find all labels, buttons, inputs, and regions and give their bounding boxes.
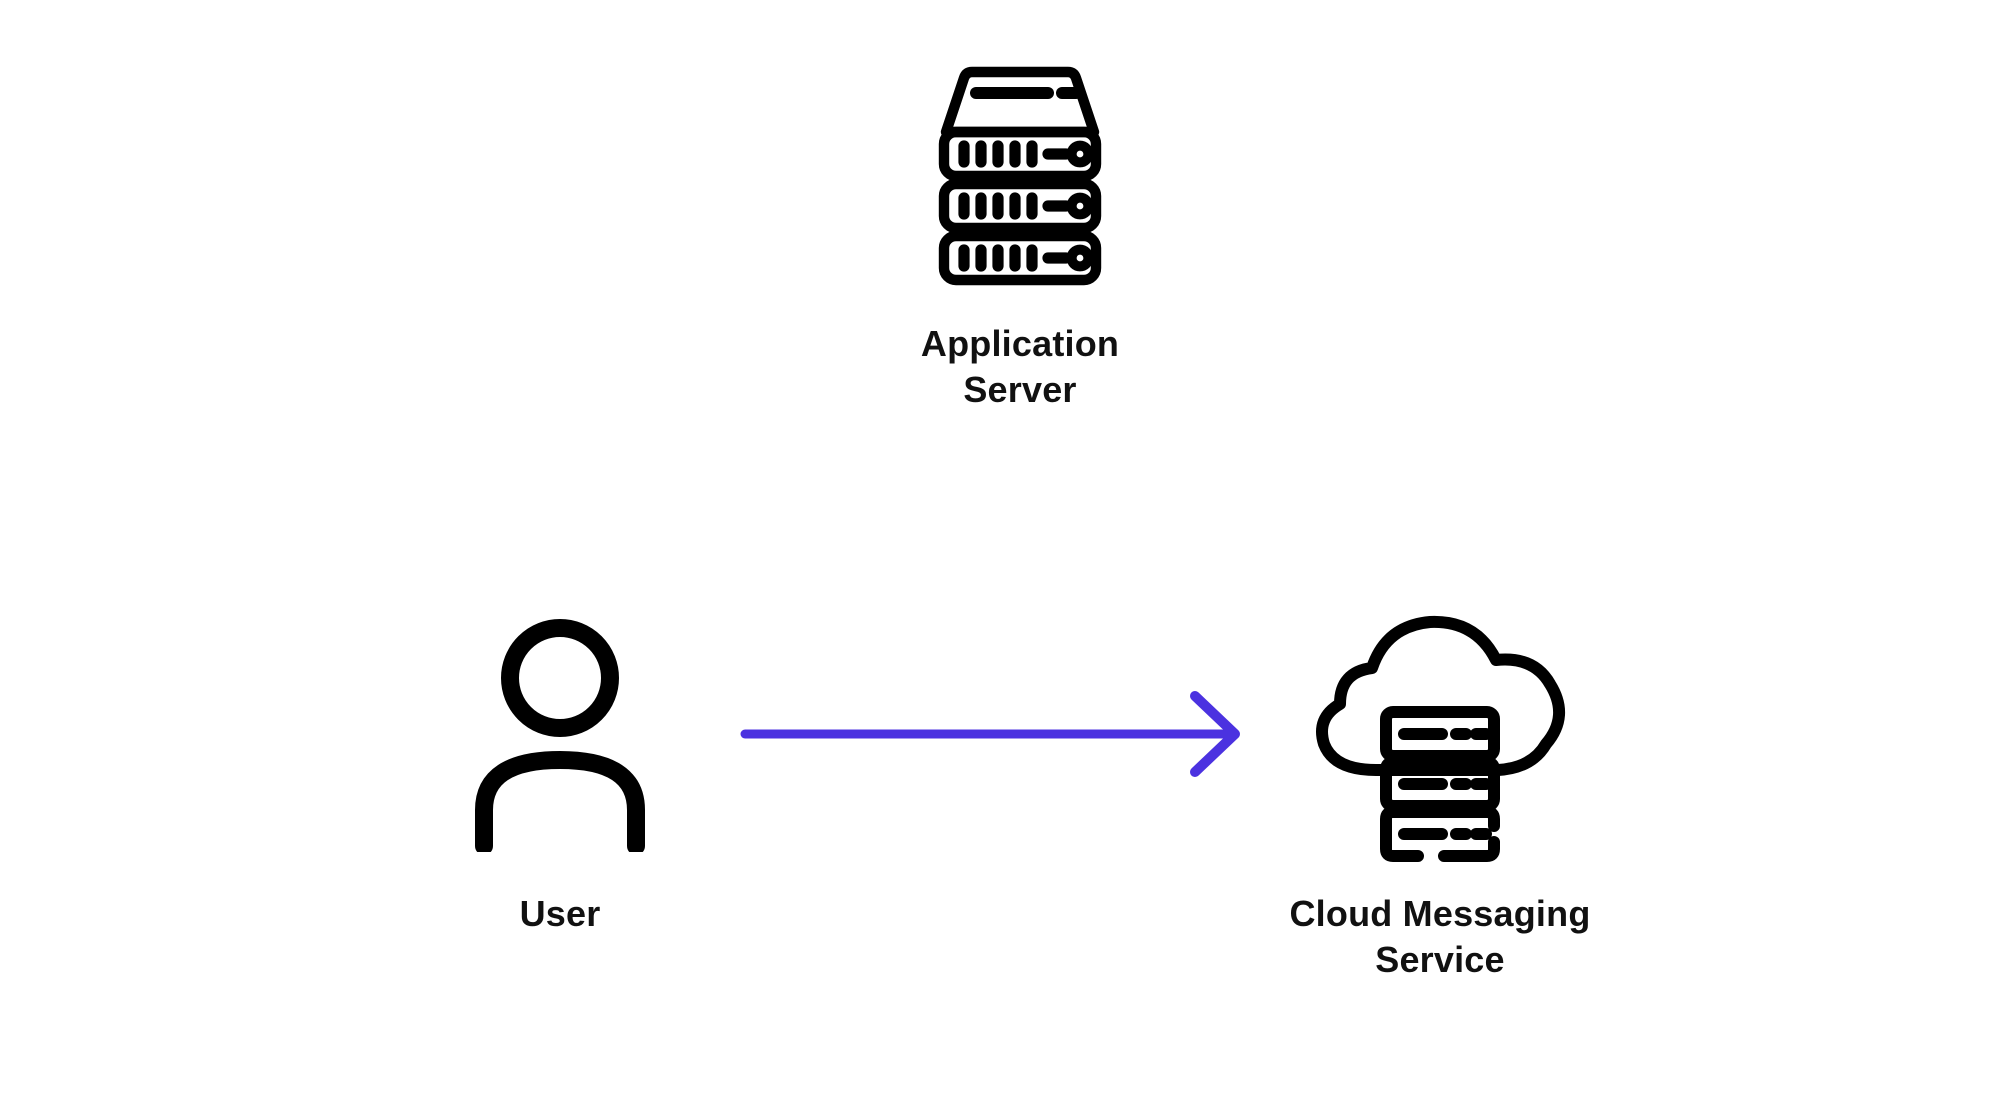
node-user[interactable]: User (370, 612, 750, 937)
node-label-cloud-messaging-service: Cloud Messaging Service (1289, 893, 1591, 981)
node-label-user: User (519, 893, 601, 934)
node-cloud-messaging-service[interactable]: Cloud Messaging Service (1245, 600, 1635, 983)
edge-user-to-cloud-messaging-service (735, 680, 1255, 790)
server-rack-icon (900, 50, 1140, 295)
cloud-server-icon (1290, 600, 1590, 875)
user-person-icon (450, 612, 670, 857)
node-application-server[interactable]: Application Server (830, 50, 1210, 413)
node-label-application-server: Application Server (920, 323, 1120, 411)
